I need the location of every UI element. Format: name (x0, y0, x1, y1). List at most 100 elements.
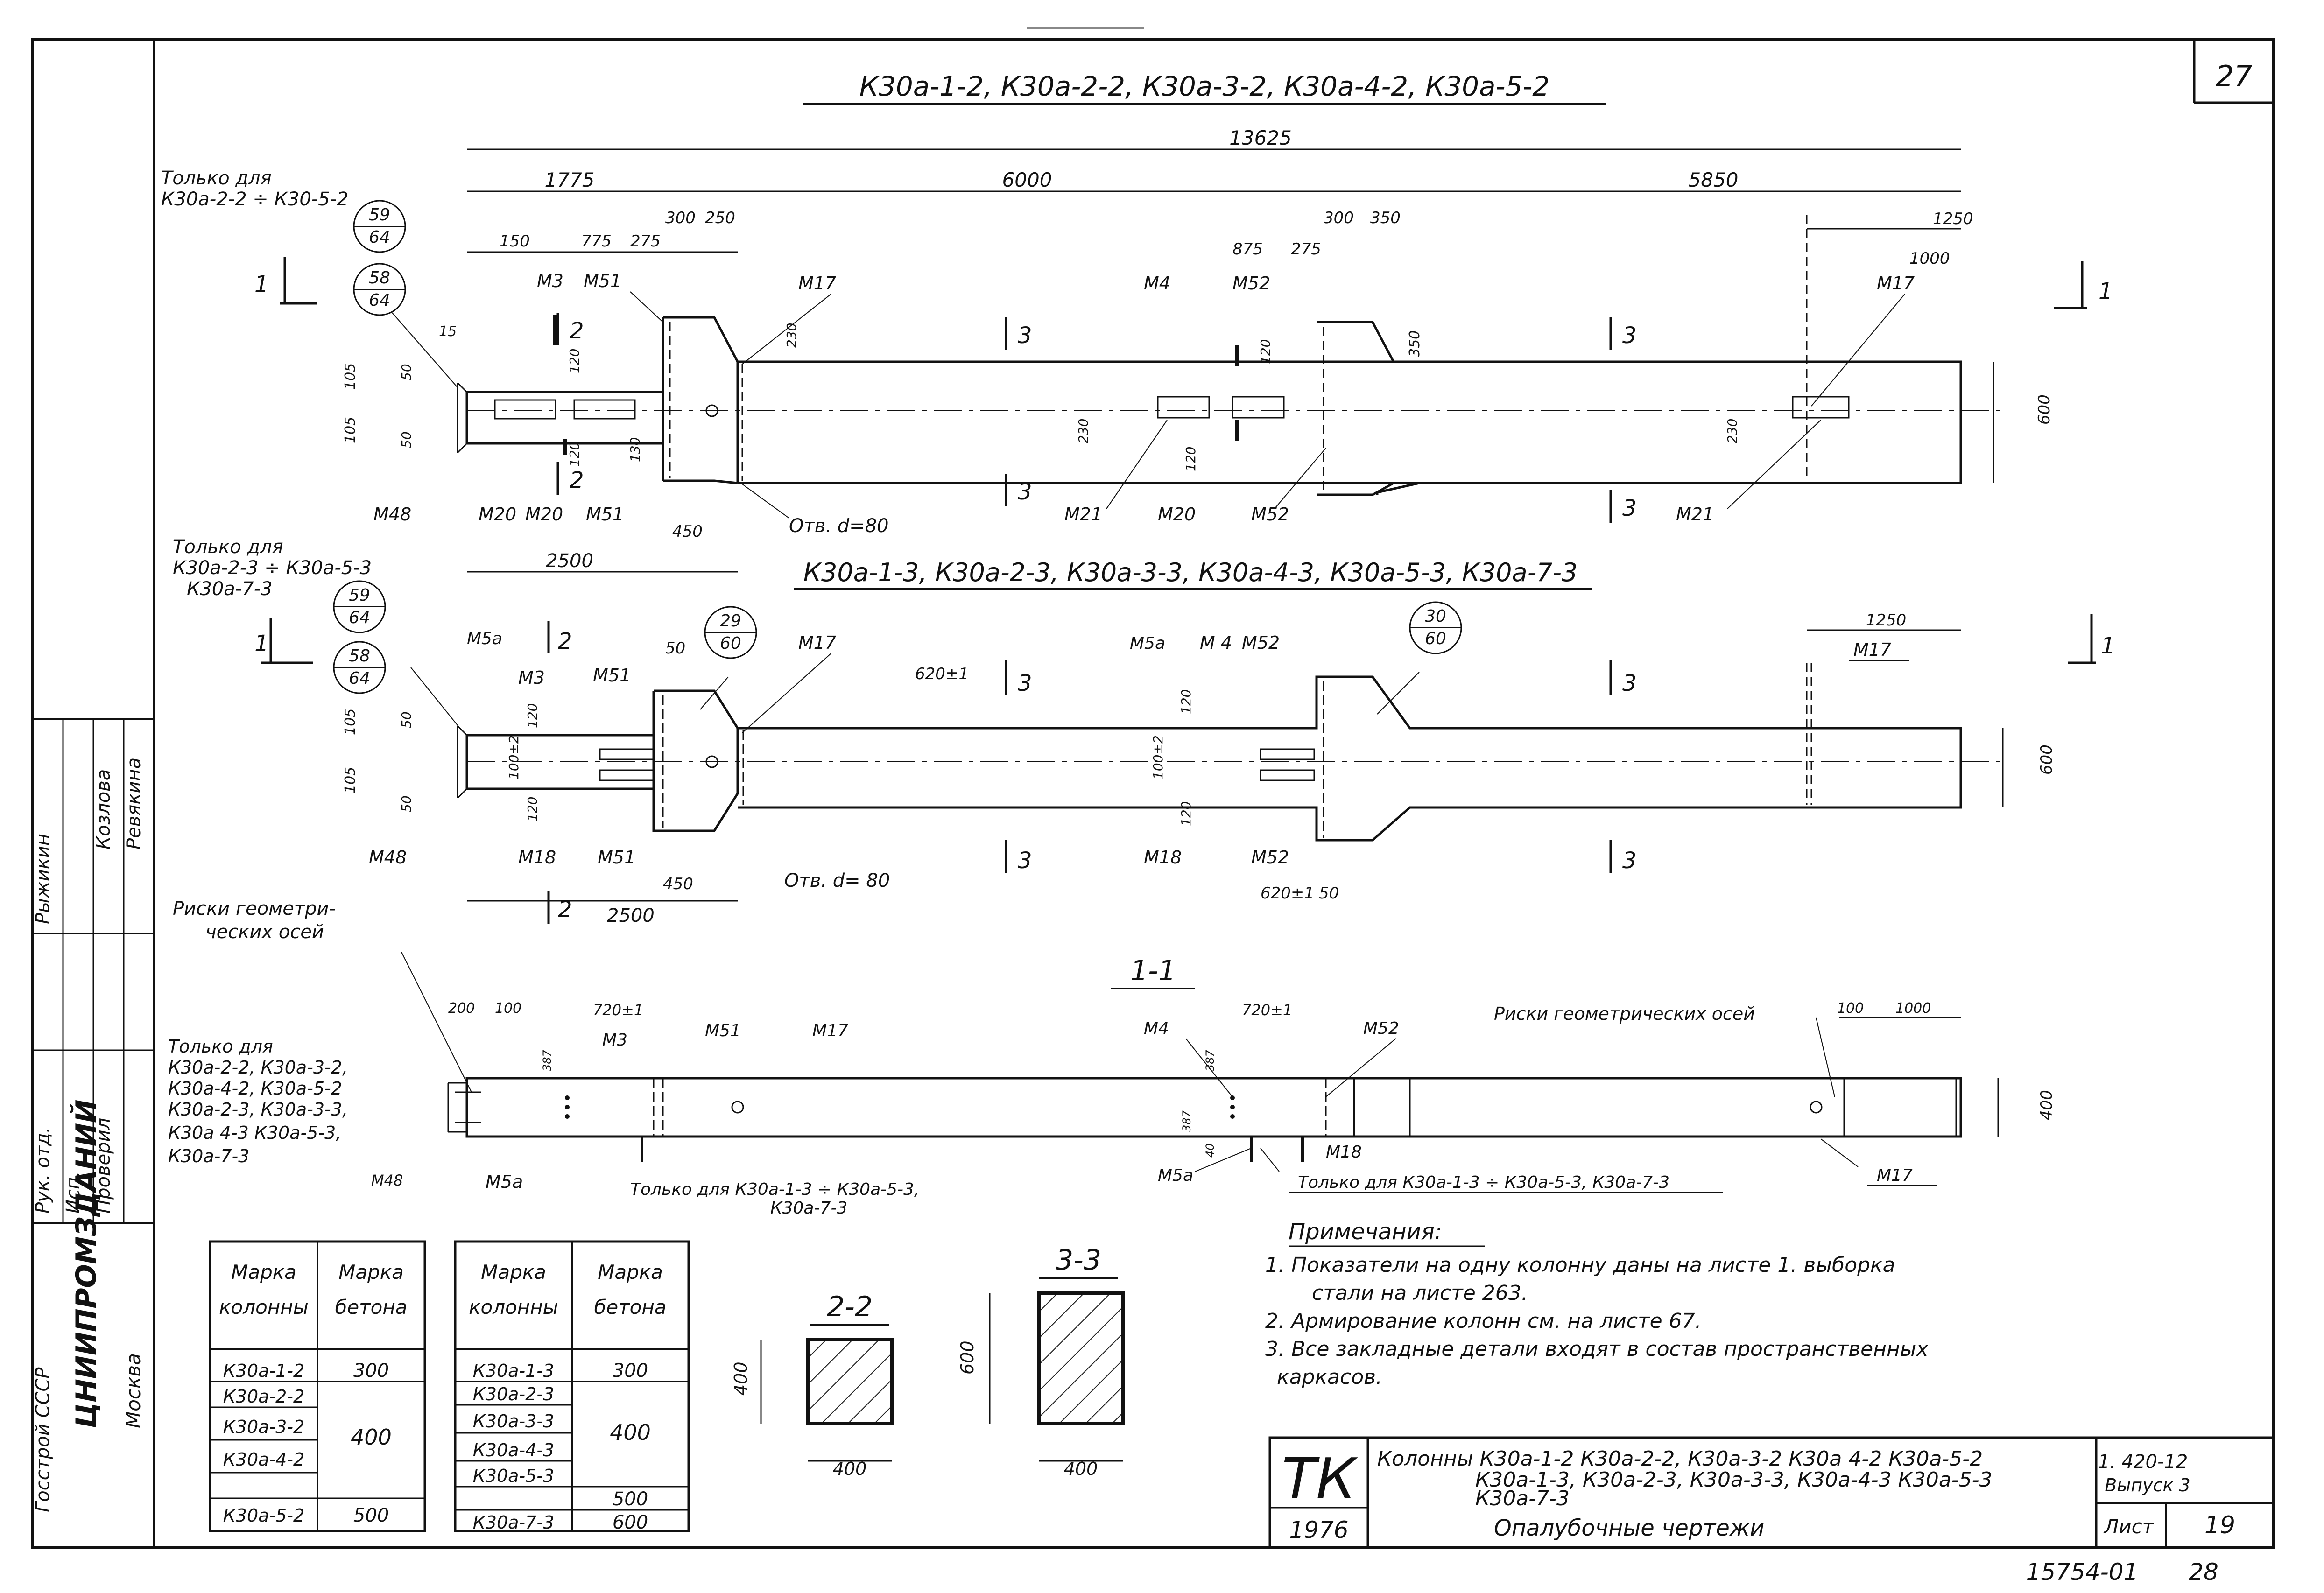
dim-600: 600 (2035, 394, 2054, 425)
e2-dim-600: 600 (2037, 744, 2056, 775)
label-m20b: М20 (525, 504, 563, 525)
elevation-2-only-for-1: Только для (173, 536, 283, 558)
note-1: 1. Показатели на одну колонну даны на ли… (1265, 1253, 1895, 1277)
title-sheet-number: 19 (2204, 1511, 2235, 1539)
e2-dim-105a: 105 (342, 709, 359, 735)
t1-r4-mark: К30а-4-2 (223, 1449, 304, 1470)
elevation-2-only-for-3: К30а-7-3 (187, 578, 273, 600)
dim-1250: 1250 (1933, 210, 1973, 228)
t1-r5-concrete: 500 (353, 1505, 389, 1526)
table-2: Марка колонны Марка бетона К30а-1-3 300 … (454, 1240, 690, 1533)
label-m51: М51 (584, 271, 621, 291)
label-m4: М4 (1144, 273, 1170, 294)
title-block: ТК 1976 Колонны К30а-1-2 К30а-2-2, К30а-… (1268, 1436, 2275, 1549)
s11-dim-400: 400 (2037, 1090, 2056, 1120)
dim-overall: 13625 (1229, 126, 1292, 149)
dim-150: 150 (500, 232, 530, 251)
section-3-3-title: 3-3 (1056, 1244, 1101, 1277)
e2-label-m17b: М17 (1853, 639, 1891, 660)
label-m51b: М51 (586, 504, 624, 525)
e2-section-mark-3-a: 3 (1018, 670, 1032, 696)
s11-only-left-1: Только для (168, 1036, 273, 1057)
s11-dim-387c: 387 (1180, 1110, 1193, 1132)
e2-dim-120d: 120 (1178, 801, 1194, 826)
dim-350b: 350 (1407, 330, 1423, 357)
t1-r2-mark: К30а-2-2 (223, 1386, 304, 1407)
t2-h2-a: Марка (598, 1261, 663, 1284)
elevation-1-only-for-1: Только для (161, 168, 272, 189)
section-1-1-note-left-2: ческих осей (205, 921, 324, 943)
e2-label-m17: М17 (798, 632, 836, 653)
s11-only-mid-2: К30а-7-3 (770, 1199, 847, 1218)
top-sheet-number: 27 (2216, 59, 2253, 93)
e2-dim-620b: 620±1 (1261, 884, 1314, 903)
label-m52: М52 (1232, 273, 1270, 294)
stamp-role-2: Исп. (63, 1171, 84, 1214)
section-2-2: 2-2 400 400 (731, 1291, 894, 1479)
s11-only-left-6: К30а-7-3 (168, 1146, 249, 1166)
section-mark-2-bottom: 2 (570, 467, 584, 493)
title-line-2: К30а-1-3, К30а-2-3, К30а-3-3, К30а-4-3 К… (1475, 1468, 1993, 1492)
detail-circles-2: 59 64 58 64 29 60 30 60 (333, 580, 1462, 694)
t2-r3-concrete: 400 (610, 1420, 651, 1445)
e2-dim-2500: 2500 (607, 905, 655, 926)
s11-only-left-2: К30а-2-2, К30а-3-2, (168, 1057, 348, 1078)
s11-label-m4: М4 (1144, 1019, 1169, 1038)
s11-label-m17: М17 (812, 1021, 848, 1040)
label-m17: М17 (798, 273, 836, 294)
section-mark-3-d: 3 (1622, 495, 1637, 521)
elevation-2-only-for-2: К30а-2-3 ÷ К30а-5-3 (173, 557, 372, 579)
e2-section-mark-1-right: 1 (2101, 633, 2115, 659)
s33-dim-h: 600 (957, 1340, 978, 1375)
e2-dim-105b: 105 (342, 767, 359, 793)
e2-circle-59: 59 (349, 586, 370, 605)
circle-64: 64 (369, 228, 390, 247)
title-sheet-label: Лист (2103, 1515, 2155, 1538)
e2-dim-120b: 120 (525, 797, 540, 821)
note-2: 2. Армирование колонн см. на листе 67. (1265, 1309, 1702, 1333)
dim-300: 300 (665, 209, 696, 227)
e2-label-hole: Отв. d= 80 (784, 870, 890, 891)
label-m48: М48 (373, 504, 411, 525)
dim-120c: 230 (1076, 419, 1091, 443)
s11-dim-387a: 387 (541, 1049, 554, 1071)
stamp-role-1: Рук. отд. (32, 1127, 54, 1214)
label-m3: М3 (537, 271, 563, 291)
s33-dim-w: 400 (1064, 1459, 1098, 1479)
s11-label-m17b: М17 (1877, 1166, 1913, 1185)
e2-label-m52b: М52 (1251, 847, 1289, 868)
dim-1775: 1775 (545, 168, 595, 191)
t1-h1-a: Марка (231, 1261, 296, 1284)
stamp-role-3: Проверил (93, 1118, 114, 1214)
e2-dim-1250: 1250 (1866, 611, 1907, 630)
section-1-1-only-for-left: Только для К30а-2-2, К30а-3-2, К30а-4-2,… (168, 1036, 348, 1166)
elevation-2: К30а-1-3, К30а-2-3, К30а-3-3, К30а-4-3, … (173, 536, 2115, 926)
s11-label-m51: М51 (705, 1021, 741, 1040)
elevation-1-title: К30а-1-2, К30а-2-2, К30а-3-2, К30а-4-2, … (859, 70, 1549, 102)
dim-230a: 230 (784, 323, 799, 348)
s11-dim-200: 200 (448, 1000, 475, 1017)
s11-only-left-5: К30а 4-3 К30а-5-3, (168, 1123, 341, 1143)
dim-5850: 5850 (1689, 168, 1739, 191)
s11-label-m5a: М5а (486, 1172, 523, 1192)
s11-dim-100r: 100 (1837, 1000, 1864, 1017)
title-series: 1. 420-12 (2098, 1451, 2188, 1473)
label-m52b: М52 (1251, 504, 1289, 525)
t1-r1-concrete: 300 (353, 1360, 389, 1382)
section-mark-3-b: 3 (1018, 479, 1032, 505)
e2-dim-100a: 100±2 (506, 735, 521, 779)
dim-105b: 105 (342, 417, 359, 443)
section-1-1: 1-1 Риски геометри- ческих осей Риски ге… (168, 898, 2056, 1218)
s11-dim-1000: 1000 (1895, 1000, 1931, 1017)
dim-6000: 6000 (1002, 168, 1052, 191)
stamp-name-3: Ревякина (123, 758, 145, 849)
title-line-1: Колонны К30а-1-2 К30а-2-2, К30а-3-2 К30а… (1377, 1447, 1983, 1471)
footer-code: 15754-01 (2026, 1558, 2139, 1586)
note-1b: стали на листе 263. (1312, 1281, 1528, 1305)
dim-250: 250 (705, 209, 735, 227)
dim-275: 275 (630, 232, 661, 251)
dim-130: 130 (627, 437, 643, 462)
e2-section-mark-2-bottom: 2 (558, 897, 572, 923)
e2-dim-50a: 50 (399, 711, 414, 728)
